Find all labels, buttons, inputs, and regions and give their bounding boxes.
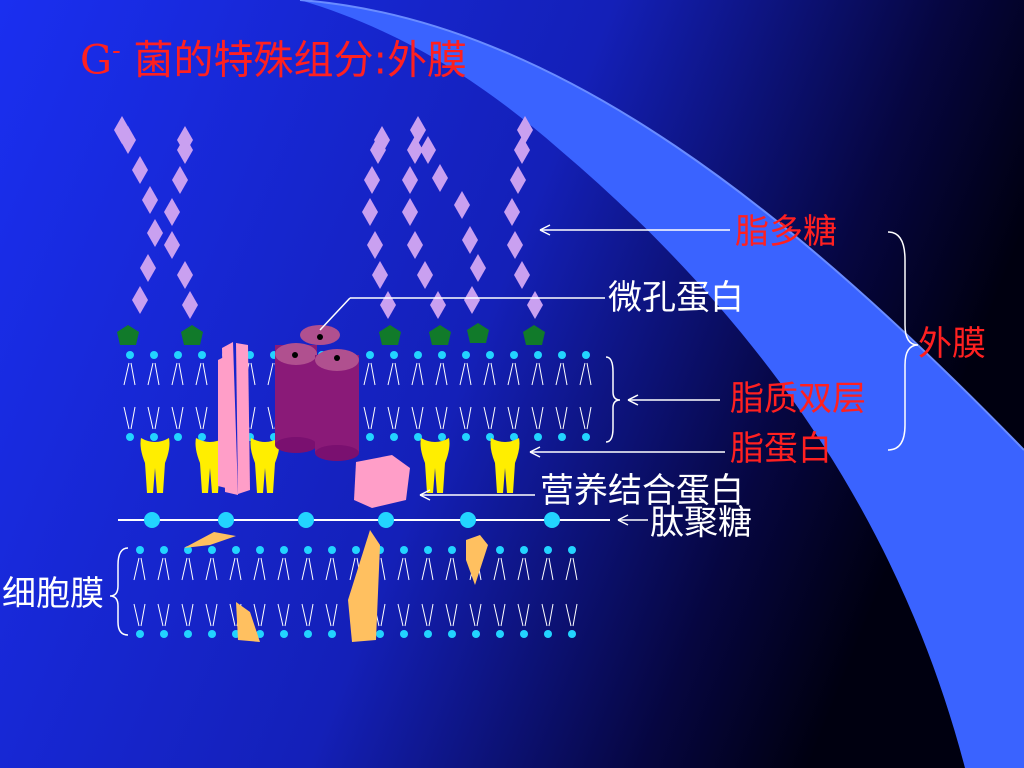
lipoproteins <box>140 438 520 493</box>
label-lipid-bilayer: 脂质双层 <box>730 379 866 419</box>
label-nutrient-binding-protein: 营养结合蛋白 <box>540 471 744 511</box>
label-lipoprotein: 脂蛋白 <box>730 429 832 469</box>
decorative-curve-edge <box>299 0 1024 451</box>
label-peptidoglycan: 肽聚糖 <box>650 503 752 543</box>
title-letter: G <box>80 37 112 84</box>
label-lps: 脂多糖 <box>735 212 837 252</box>
title-text: 菌的特殊组分:外膜 <box>120 37 467 84</box>
peptidoglycan-layer <box>118 512 610 528</box>
slide-title: G- 菌的特殊组分:外膜 <box>80 38 467 80</box>
nutrient-binding-protein <box>354 455 410 508</box>
outer-lipid-bilayer <box>123 351 592 441</box>
braces <box>109 231 919 636</box>
cell-membrane-brace <box>109 547 129 636</box>
pink-transmembrane-protein <box>218 342 250 495</box>
label-cell-membrane: 细胞膜 <box>2 574 104 614</box>
cell-membrane-proteins <box>184 530 488 642</box>
lps-chains <box>114 116 545 345</box>
label-leader-lines <box>319 224 730 526</box>
label-outer-membrane: 外膜 <box>918 324 986 364</box>
porin-trimer <box>275 325 359 461</box>
outer-membrane-brace <box>887 231 919 451</box>
cell-membrane-bilayer <box>133 546 578 638</box>
label-porin: 微孔蛋白 <box>608 278 744 318</box>
decorative-curve <box>300 0 1024 768</box>
lipid-bilayer-brace <box>605 356 621 443</box>
title-superscript: - <box>111 36 121 66</box>
